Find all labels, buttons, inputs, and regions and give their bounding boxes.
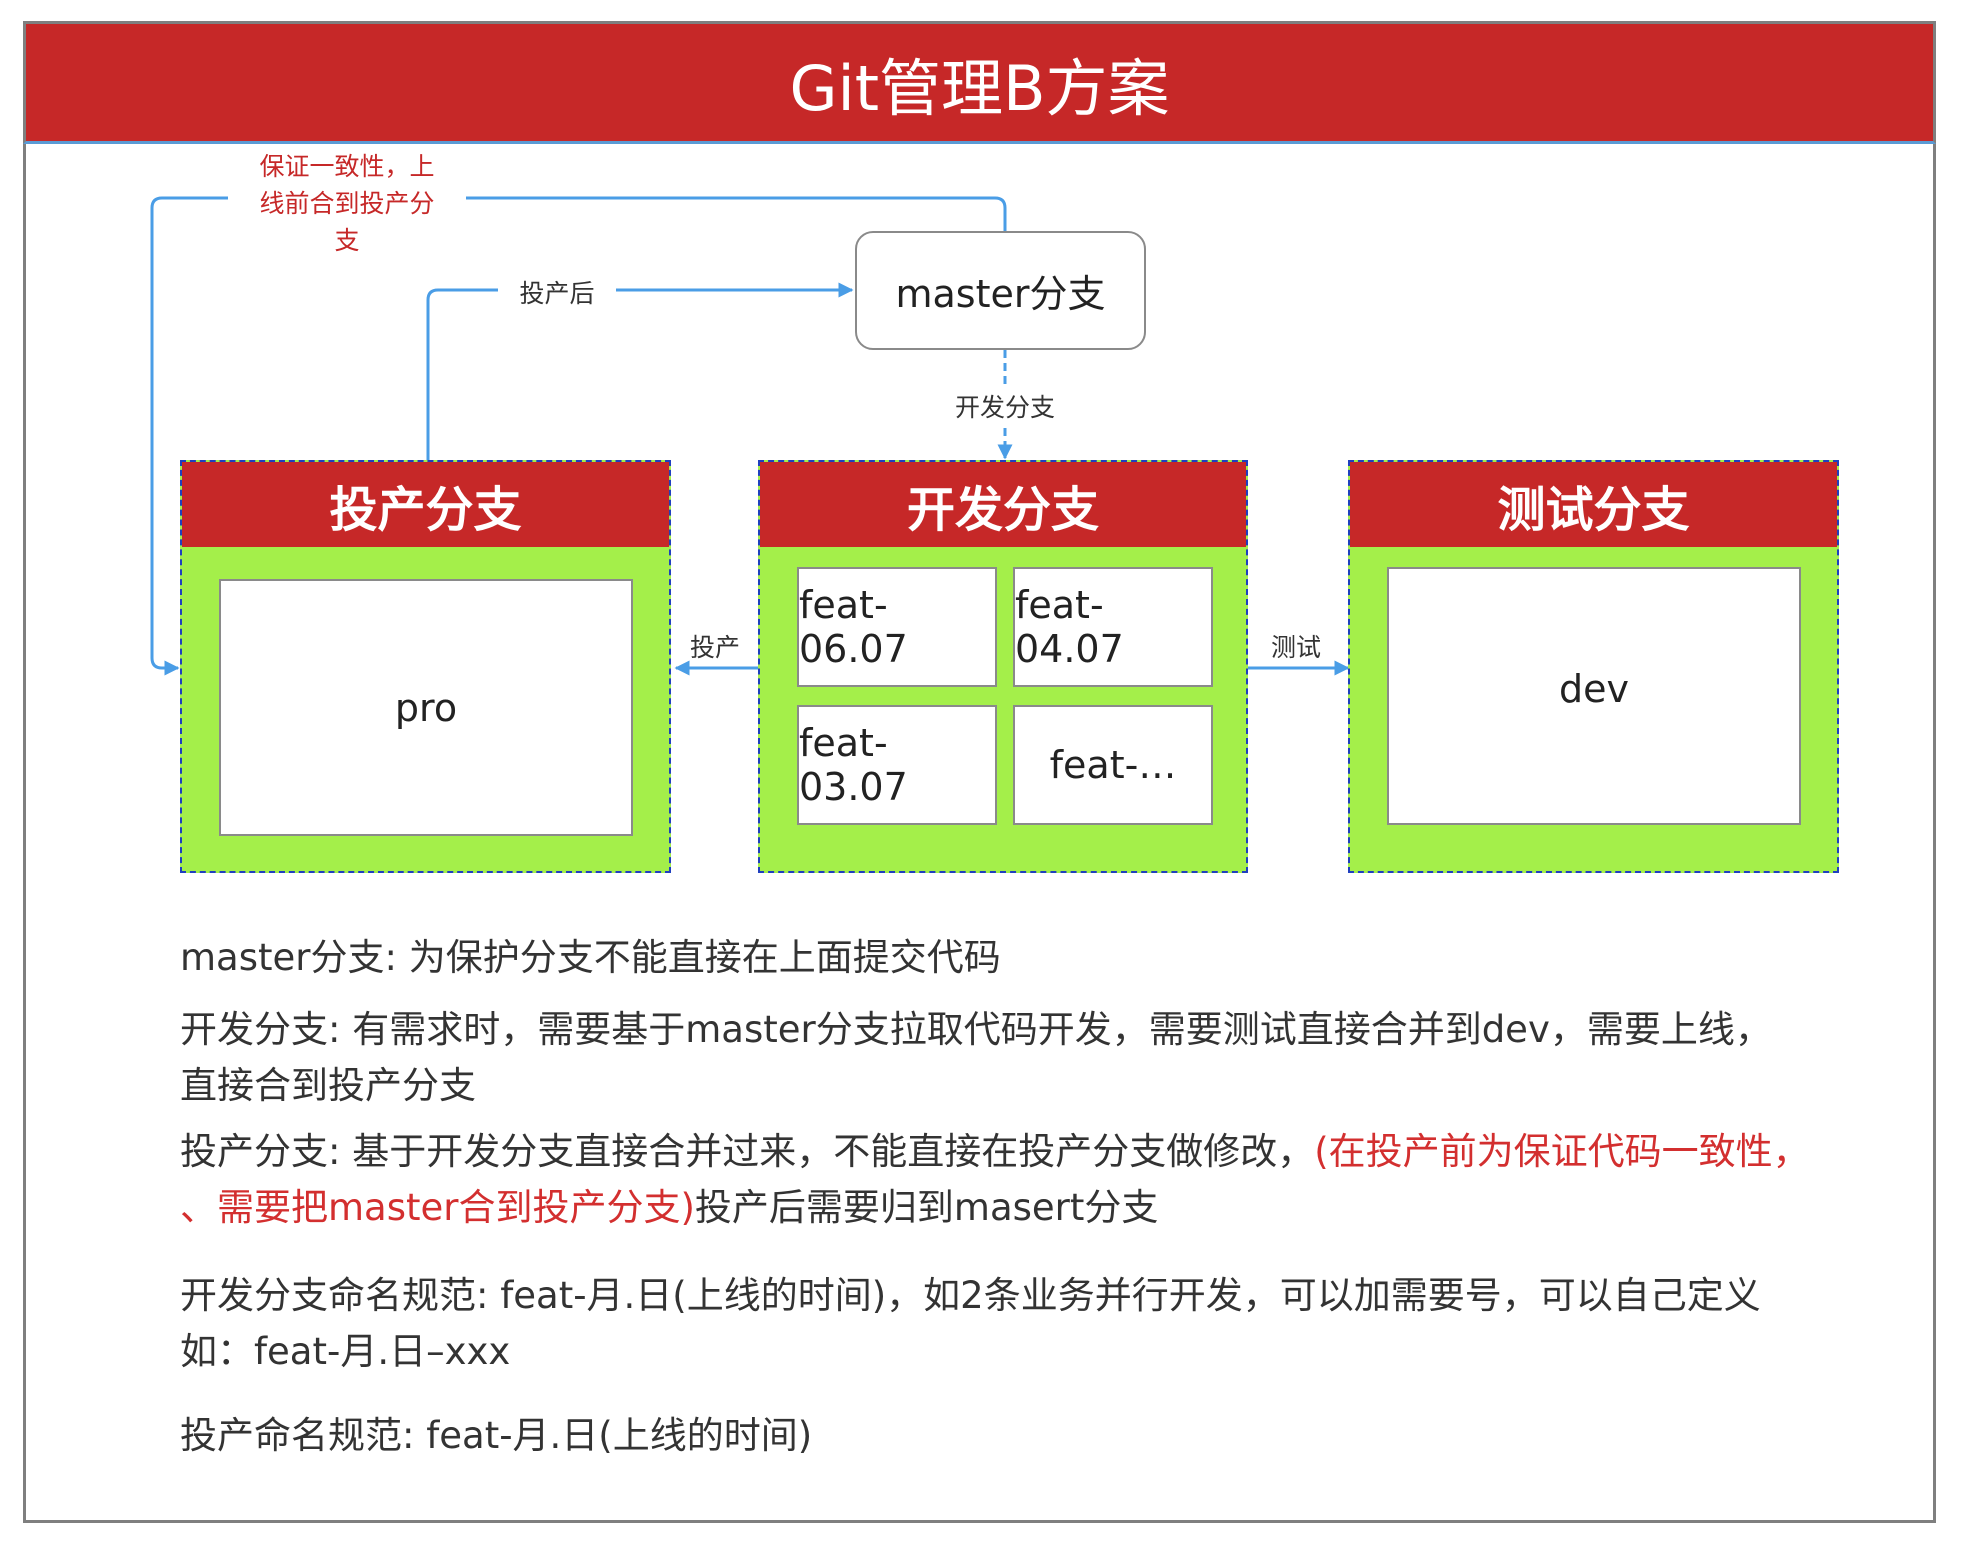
test-label: 测试 <box>1270 633 1321 662</box>
master-branch-label: master分支 <box>895 272 1106 316</box>
create-branch-label: 开发分支 <box>943 388 1067 424</box>
note-prod-highlight: (在投产前为保证代码一致性， <box>1314 1130 1810 1173</box>
testing-branch-header: 测试分支 <box>1350 462 1837 547</box>
feature-branch-label: feat-04.07 <box>1015 583 1124 671</box>
note-prod-line-1: 投产分支: 基于开发分支直接合并过来，不能直接在投产分支做修改，(在投产前为保证… <box>180 1124 1810 1180</box>
production-branch-group: 投产分支 pro <box>180 460 671 873</box>
testing-branch-group: 测试分支 dev <box>1348 460 1839 873</box>
merge-before-release-label: 保证一致性，上 线前合到投产分 支 <box>228 148 466 259</box>
merge-label-line-2: 线前合到投产分 <box>259 189 435 218</box>
title-bar: Git管理B方案 <box>23 21 1936 144</box>
pro-branch-label: pro <box>394 685 458 730</box>
release-label: 投产 <box>689 633 740 662</box>
note-naming-line-1: 开发分支命名规范: feat-月.日(上线的时间)，如2条业务并行开发，可以加需… <box>180 1274 1761 1317</box>
note-master: master分支: 为保护分支不能直接在上面提交代码 <box>180 936 1001 979</box>
merge-label-line-1: 保证一致性，上 <box>259 152 435 181</box>
note-prod-line-2: 、需要把master合到投产分支)投产后需要归到masert分支 <box>180 1180 1158 1236</box>
dev-branch-box: dev <box>1387 567 1801 825</box>
dev-branch-label: dev <box>1559 667 1629 711</box>
note-prod-text-2: 投产后需要归到masert分支 <box>694 1186 1159 1229</box>
feature-branch-label: feat-03.07 <box>799 721 908 809</box>
feature-branch-label: feat-… <box>1049 743 1177 787</box>
after-release-label: 投产后 <box>498 274 616 310</box>
development-branch-group: 开发分支 feat-06.07 feat-04.07 feat-03.07 fe… <box>758 460 1248 873</box>
note-dev-line-1: 开发分支: 有需求时，需要基于master分支拉取代码开发，需要测试直接合并到d… <box>180 1008 1772 1051</box>
feature-branch-box: feat-… <box>1013 705 1213 825</box>
feature-branch-box: feat-03.07 <box>797 705 997 825</box>
merge-master-to-production-arrow <box>150 196 1007 676</box>
feature-branch-box: feat-06.07 <box>797 567 997 687</box>
feature-branch-label: feat-06.07 <box>799 583 908 671</box>
note-prod-highlight-2: 、需要把master合到投产分支) <box>180 1186 695 1229</box>
note-prod-text: 投产分支: 基于开发分支直接合并过来，不能直接在投产分支做修改， <box>180 1130 1315 1173</box>
note-naming-line-2: 如：feat-月.日–xxx <box>180 1330 511 1373</box>
pro-branch-box: pro <box>219 579 633 836</box>
note-dev-line-2: 直接合到投产分支 <box>180 1064 476 1107</box>
after-release-arrow <box>426 282 854 460</box>
development-branch-header: 开发分支 <box>760 462 1246 547</box>
note-prod-naming: 投产命名规范: feat-月.日(上线的时间) <box>180 1414 813 1457</box>
master-branch-node: master分支 <box>855 231 1146 350</box>
feature-branch-box: feat-04.07 <box>1013 567 1213 687</box>
production-branch-header: 投产分支 <box>182 462 669 547</box>
page-title: Git管理B方案 <box>789 51 1170 125</box>
merge-label-line-3: 支 <box>334 226 360 255</box>
